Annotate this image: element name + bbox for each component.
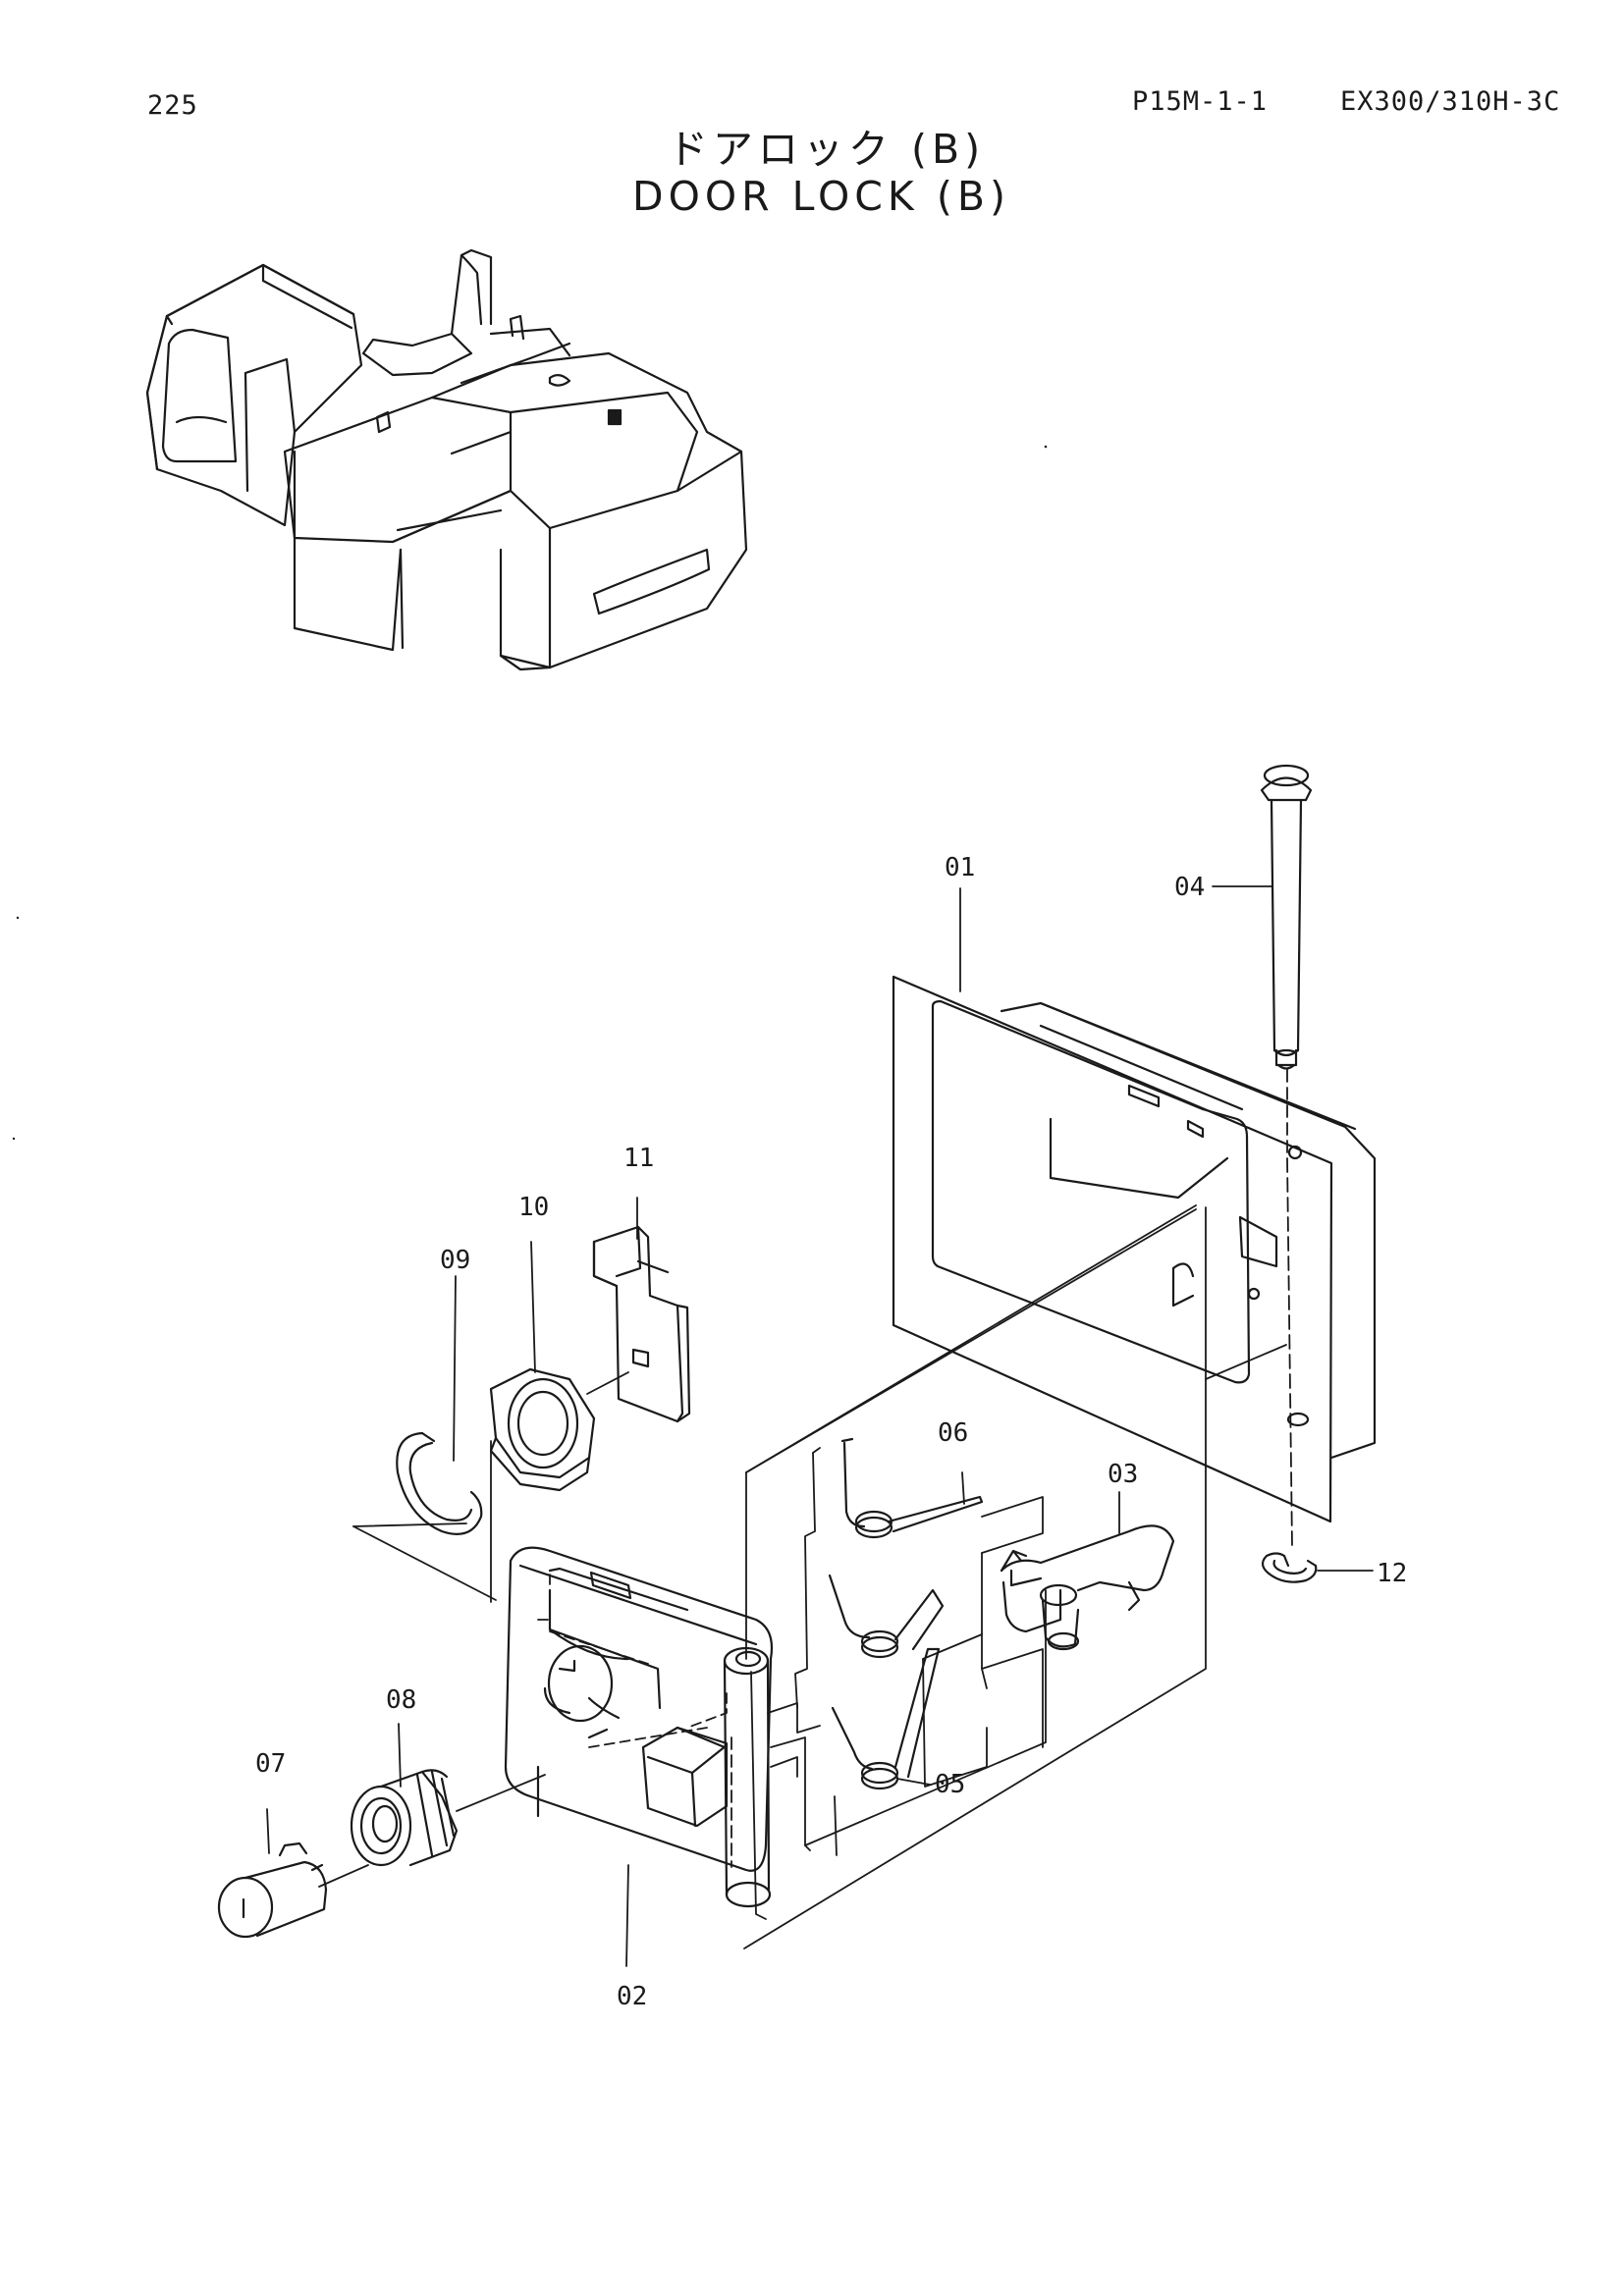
model-code: EX300/310H-3C: [1340, 86, 1561, 117]
page-number: 225: [147, 90, 198, 121]
part-12-e-ring: [1261, 1552, 1318, 1583]
part-04-pin: [1260, 764, 1313, 1070]
part-09-snap-ring: [396, 1431, 483, 1535]
callout-01: 01: [945, 853, 975, 882]
callout-03: 03: [1108, 1460, 1138, 1489]
callout-09: 09: [440, 1246, 470, 1275]
callout-10: 10: [518, 1193, 549, 1222]
callout-06: 06: [938, 1418, 968, 1448]
assembly-guide-lines: [318, 1069, 1293, 1949]
callout-08: 08: [386, 1685, 416, 1715]
part-10-nut: [489, 1367, 596, 1492]
part-02-lock-body: [504, 1546, 774, 1908]
callout-04: 04: [1174, 873, 1205, 902]
part-08-bushing: [350, 1769, 459, 1867]
part-07-key-cylinder: [217, 1842, 328, 1939]
callout-labels: 01 02 03 04 05 06 07 08 09 10 11 12: [255, 853, 1407, 2011]
callout-07: 07: [255, 1749, 286, 1779]
title-english: DOOR LOCK (B): [632, 173, 1010, 220]
part-05-06-springs: [828, 1437, 984, 1790]
callout-12: 12: [1377, 1559, 1407, 1588]
callout-05: 05: [935, 1770, 965, 1799]
leader-lines: [266, 885, 1374, 1967]
title-japanese: ドアロック (B): [667, 126, 986, 173]
callout-02: 02: [617, 1982, 647, 2011]
door-lock-assembly: 01 02 03 04 05 06 07 08 09 10 11 12: [217, 764, 1407, 2011]
part-03-lever: [1000, 1524, 1175, 1651]
part-01-frame: [892, 975, 1377, 1523]
callout-11: 11: [623, 1144, 654, 1173]
plate-code: P15M-1-1: [1132, 86, 1269, 117]
excavator-overview: [145, 248, 748, 671]
part-11-plate: [592, 1225, 691, 1423]
